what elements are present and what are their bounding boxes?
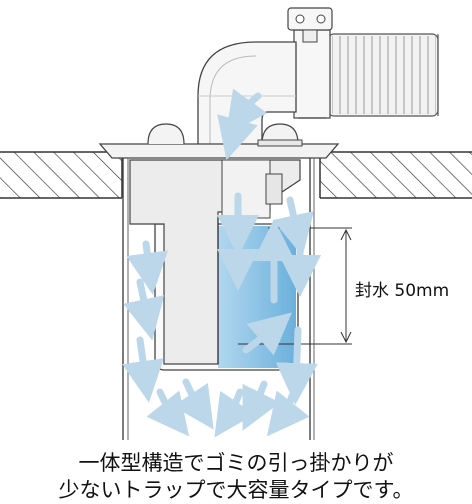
hose-clamp <box>287 7 333 119</box>
flow-arrow-icon <box>242 312 292 356</box>
corrugated-hose <box>327 33 439 117</box>
flow-arrow-icon <box>214 388 256 438</box>
floor-left <box>0 151 123 199</box>
inner-pipe <box>129 159 301 365</box>
flow-arrow-icon <box>126 240 169 295</box>
floor-right <box>319 151 472 199</box>
caption-line-1: 一体型構造でゴミの引っ掛かりが <box>78 451 394 475</box>
flow-arrow-icon <box>272 196 314 257</box>
flow-arrow-icon <box>275 326 318 405</box>
seal-water-label: 封水 50mm <box>355 281 450 301</box>
flow-arrow-icon <box>242 380 281 431</box>
flow-arrow-icon <box>122 336 164 403</box>
flow-arrow-icon <box>172 378 214 430</box>
flow-arrow-icon <box>266 390 310 437</box>
flow-arrow-icon <box>217 114 258 161</box>
flow-arrow-icon <box>123 278 165 341</box>
flow-arrow-icon <box>146 388 190 437</box>
flow-arrows <box>122 88 321 438</box>
caption-line-2: 少ないトラップで大容量タイプです。 <box>58 478 414 502</box>
